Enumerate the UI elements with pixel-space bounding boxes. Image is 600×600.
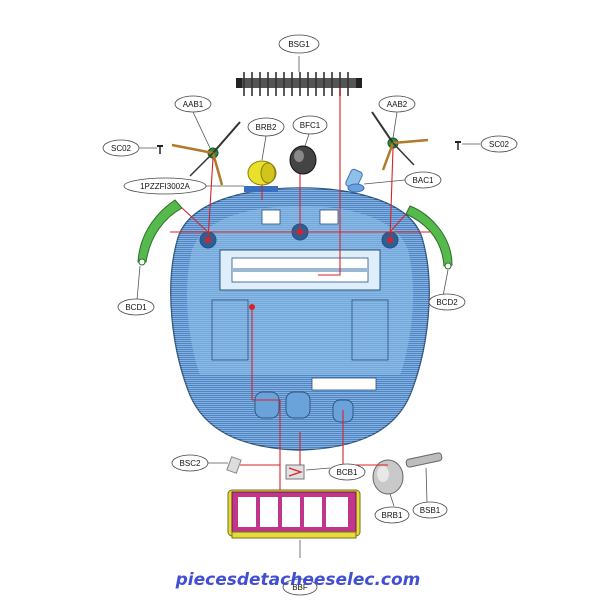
- side-brush-right-part: [371, 111, 429, 171]
- callout-brb1: BRB1: [374, 506, 410, 524]
- caster-wheel-part: [289, 145, 317, 175]
- label-1pzzfi3002a: 1PZZFI3002A: [140, 182, 190, 191]
- wheel-part-brb1: [372, 459, 404, 495]
- leader-lines: [136, 56, 480, 558]
- callout-brb2: BRB2: [247, 117, 285, 137]
- callout-sc02-left: SC02: [102, 139, 140, 157]
- label-aab2: AAB2: [387, 100, 408, 109]
- callout-aab1: AAB1: [174, 95, 212, 113]
- label-bbf: BBF: [292, 583, 308, 592]
- callout-aab2: AAB2: [378, 95, 416, 113]
- callout-bcd2: BCD2: [428, 293, 466, 311]
- callout-bsg1: BSG1: [278, 34, 320, 54]
- callout-bsc2: BSC2: [171, 454, 209, 472]
- robot-body: [170, 187, 430, 451]
- roller-part-bsb1: [405, 452, 443, 468]
- screw-left-part: [157, 145, 163, 154]
- label-sc02-right: SC02: [489, 140, 510, 149]
- label-brb1: BRB1: [382, 511, 403, 520]
- callout-sc02-right: SC02: [480, 135, 518, 153]
- spring-part-bcb1: [285, 464, 305, 480]
- label-bac1: BAC1: [413, 176, 434, 185]
- side-brush-left-part: [171, 121, 241, 186]
- label-bcd2: BCD2: [436, 298, 458, 307]
- callout-bcb1: BCB1: [328, 463, 366, 481]
- callout-bbf: BBF: [282, 578, 318, 596]
- bumper-arm-right-part: [405, 205, 453, 270]
- screw-right-part: [455, 141, 461, 150]
- label-brb2: BRB2: [256, 123, 277, 132]
- label-bsg1: BSG1: [288, 40, 310, 49]
- label-bsb1: BSB1: [420, 506, 441, 515]
- callout-bsb1: BSB1: [412, 501, 448, 519]
- connector-part-bac1: [345, 168, 365, 193]
- wheel-part-brb2: [244, 160, 278, 192]
- label-aab1: AAB1: [183, 100, 204, 109]
- callout-bac1: BAC1: [404, 171, 442, 189]
- watermark: piecesdetacheeselec.com: [175, 570, 421, 590]
- callout-1pzzfi3002a: 1PZZFI3002A: [123, 177, 207, 195]
- label-bcb1: BCB1: [337, 468, 358, 477]
- filter-part-bbf: [227, 489, 361, 539]
- main-brush-part: [236, 72, 362, 96]
- callout-bfc1: BFC1: [292, 115, 328, 135]
- clip-part-bsc2: [226, 456, 242, 474]
- label-bsc2: BSC2: [180, 459, 201, 468]
- bumper-arm-left-part: [137, 199, 183, 266]
- callout-bcd1: BCD1: [117, 298, 155, 316]
- label-sc02-left: SC02: [111, 144, 132, 153]
- label-bfc1: BFC1: [300, 121, 321, 130]
- label-bcd1: BCD1: [125, 303, 147, 312]
